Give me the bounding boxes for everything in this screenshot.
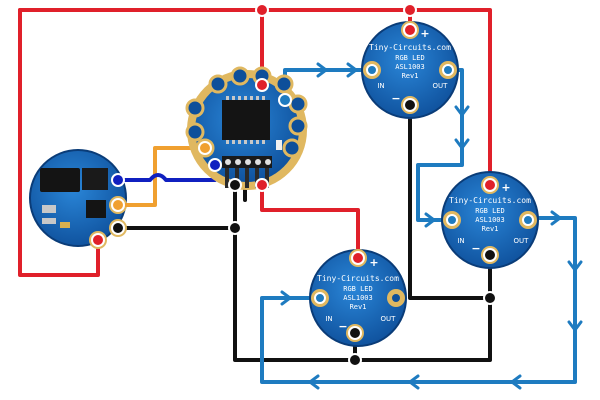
- led-line2: RGB LED: [343, 285, 373, 293]
- led-line4: Rev1: [350, 303, 367, 311]
- led-line3: ASL1003: [343, 294, 373, 302]
- usb-wires: [116, 146, 217, 207]
- node-dot-icon: [483, 178, 497, 192]
- node-dot-icon: [198, 141, 212, 155]
- out-label: OUT: [433, 82, 449, 90]
- node-dot-icon: [483, 291, 497, 305]
- node-dot-icon: [255, 178, 269, 192]
- flow-arrow-icon: [454, 138, 470, 150]
- led-brand: Tiny-Circuits.com: [317, 274, 399, 283]
- led-line3: ASL1003: [395, 63, 425, 71]
- plus-label: +: [369, 256, 378, 269]
- in-label: IN: [457, 237, 464, 245]
- node-dot-icon: [111, 198, 125, 212]
- minus-label: −: [471, 242, 480, 255]
- node-dot-icon: [111, 221, 125, 235]
- node-dot-icon: [522, 214, 534, 226]
- node-dot-icon: [483, 248, 497, 262]
- node-dot-icon: [446, 214, 458, 226]
- led-line4: Rev1: [482, 225, 499, 233]
- minus-label: −: [391, 92, 400, 105]
- flow-arrow-icon: [408, 374, 420, 390]
- flow-arrow-icon: [424, 212, 436, 228]
- node-dot-icon: [228, 178, 242, 192]
- power-nodes: [91, 3, 497, 265]
- in-label: IN: [325, 315, 332, 323]
- plus-label: +: [420, 27, 429, 40]
- node-dot-icon: [314, 292, 326, 304]
- node-dot-icon: [351, 251, 365, 265]
- usb-board: [29, 149, 127, 249]
- flow-arrow-icon: [550, 210, 562, 226]
- flow-arrow-icon: [454, 105, 470, 117]
- node-dot-icon: [403, 3, 417, 17]
- led-board-top: Tiny-Circuits.com RGB LED ASL1003 Rev1 I…: [361, 21, 459, 119]
- node-dot-icon: [278, 93, 292, 107]
- mcu-chip-icon: [222, 100, 270, 140]
- flow-arrow-icon: [510, 374, 522, 390]
- node-dot-icon: [255, 78, 269, 92]
- node-dot-icon: [255, 3, 269, 17]
- flow-arrow-icon: [567, 260, 583, 272]
- node-dot-icon: [403, 98, 417, 112]
- usb-nodes: [111, 141, 222, 212]
- power-wires: [18, 8, 492, 277]
- node-dot-icon: [91, 233, 105, 247]
- mcu-board: [185, 66, 308, 190]
- flow-arrow-icon: [346, 62, 358, 78]
- ground-nodes: [111, 98, 497, 367]
- flow-arrow-icon: [567, 320, 583, 332]
- led-line2: RGB LED: [475, 207, 505, 215]
- node-dot-icon: [111, 173, 125, 187]
- flow-arrow-icon: [316, 62, 328, 78]
- flow-arrow-icon: [308, 374, 320, 390]
- led-line4: Rev1: [402, 72, 419, 80]
- minus-label: −: [338, 320, 347, 333]
- node-dot-icon: [208, 158, 222, 172]
- usb-chip-icon: [40, 168, 80, 192]
- node-dot-icon: [348, 353, 362, 367]
- plus-label: +: [501, 181, 510, 194]
- node-dot-icon: [442, 64, 454, 76]
- flow-arrows: [280, 62, 583, 390]
- in-label: IN: [377, 82, 384, 90]
- led-line3: ASL1003: [475, 216, 505, 224]
- data-nodes: [278, 64, 534, 304]
- flow-arrow-icon: [280, 290, 292, 306]
- led-line2: RGB LED: [395, 54, 425, 62]
- node-dot-icon: [403, 23, 417, 37]
- node-dot-icon: [228, 221, 242, 235]
- node-dot-icon: [366, 64, 378, 76]
- header-pins: [222, 156, 272, 188]
- node-dot-icon: [348, 326, 362, 340]
- out-label: OUT: [381, 315, 397, 323]
- led-brand: Tiny-Circuits.com: [449, 196, 531, 205]
- out-label: OUT: [514, 237, 530, 245]
- led-brand: Tiny-Circuits.com: [369, 43, 451, 52]
